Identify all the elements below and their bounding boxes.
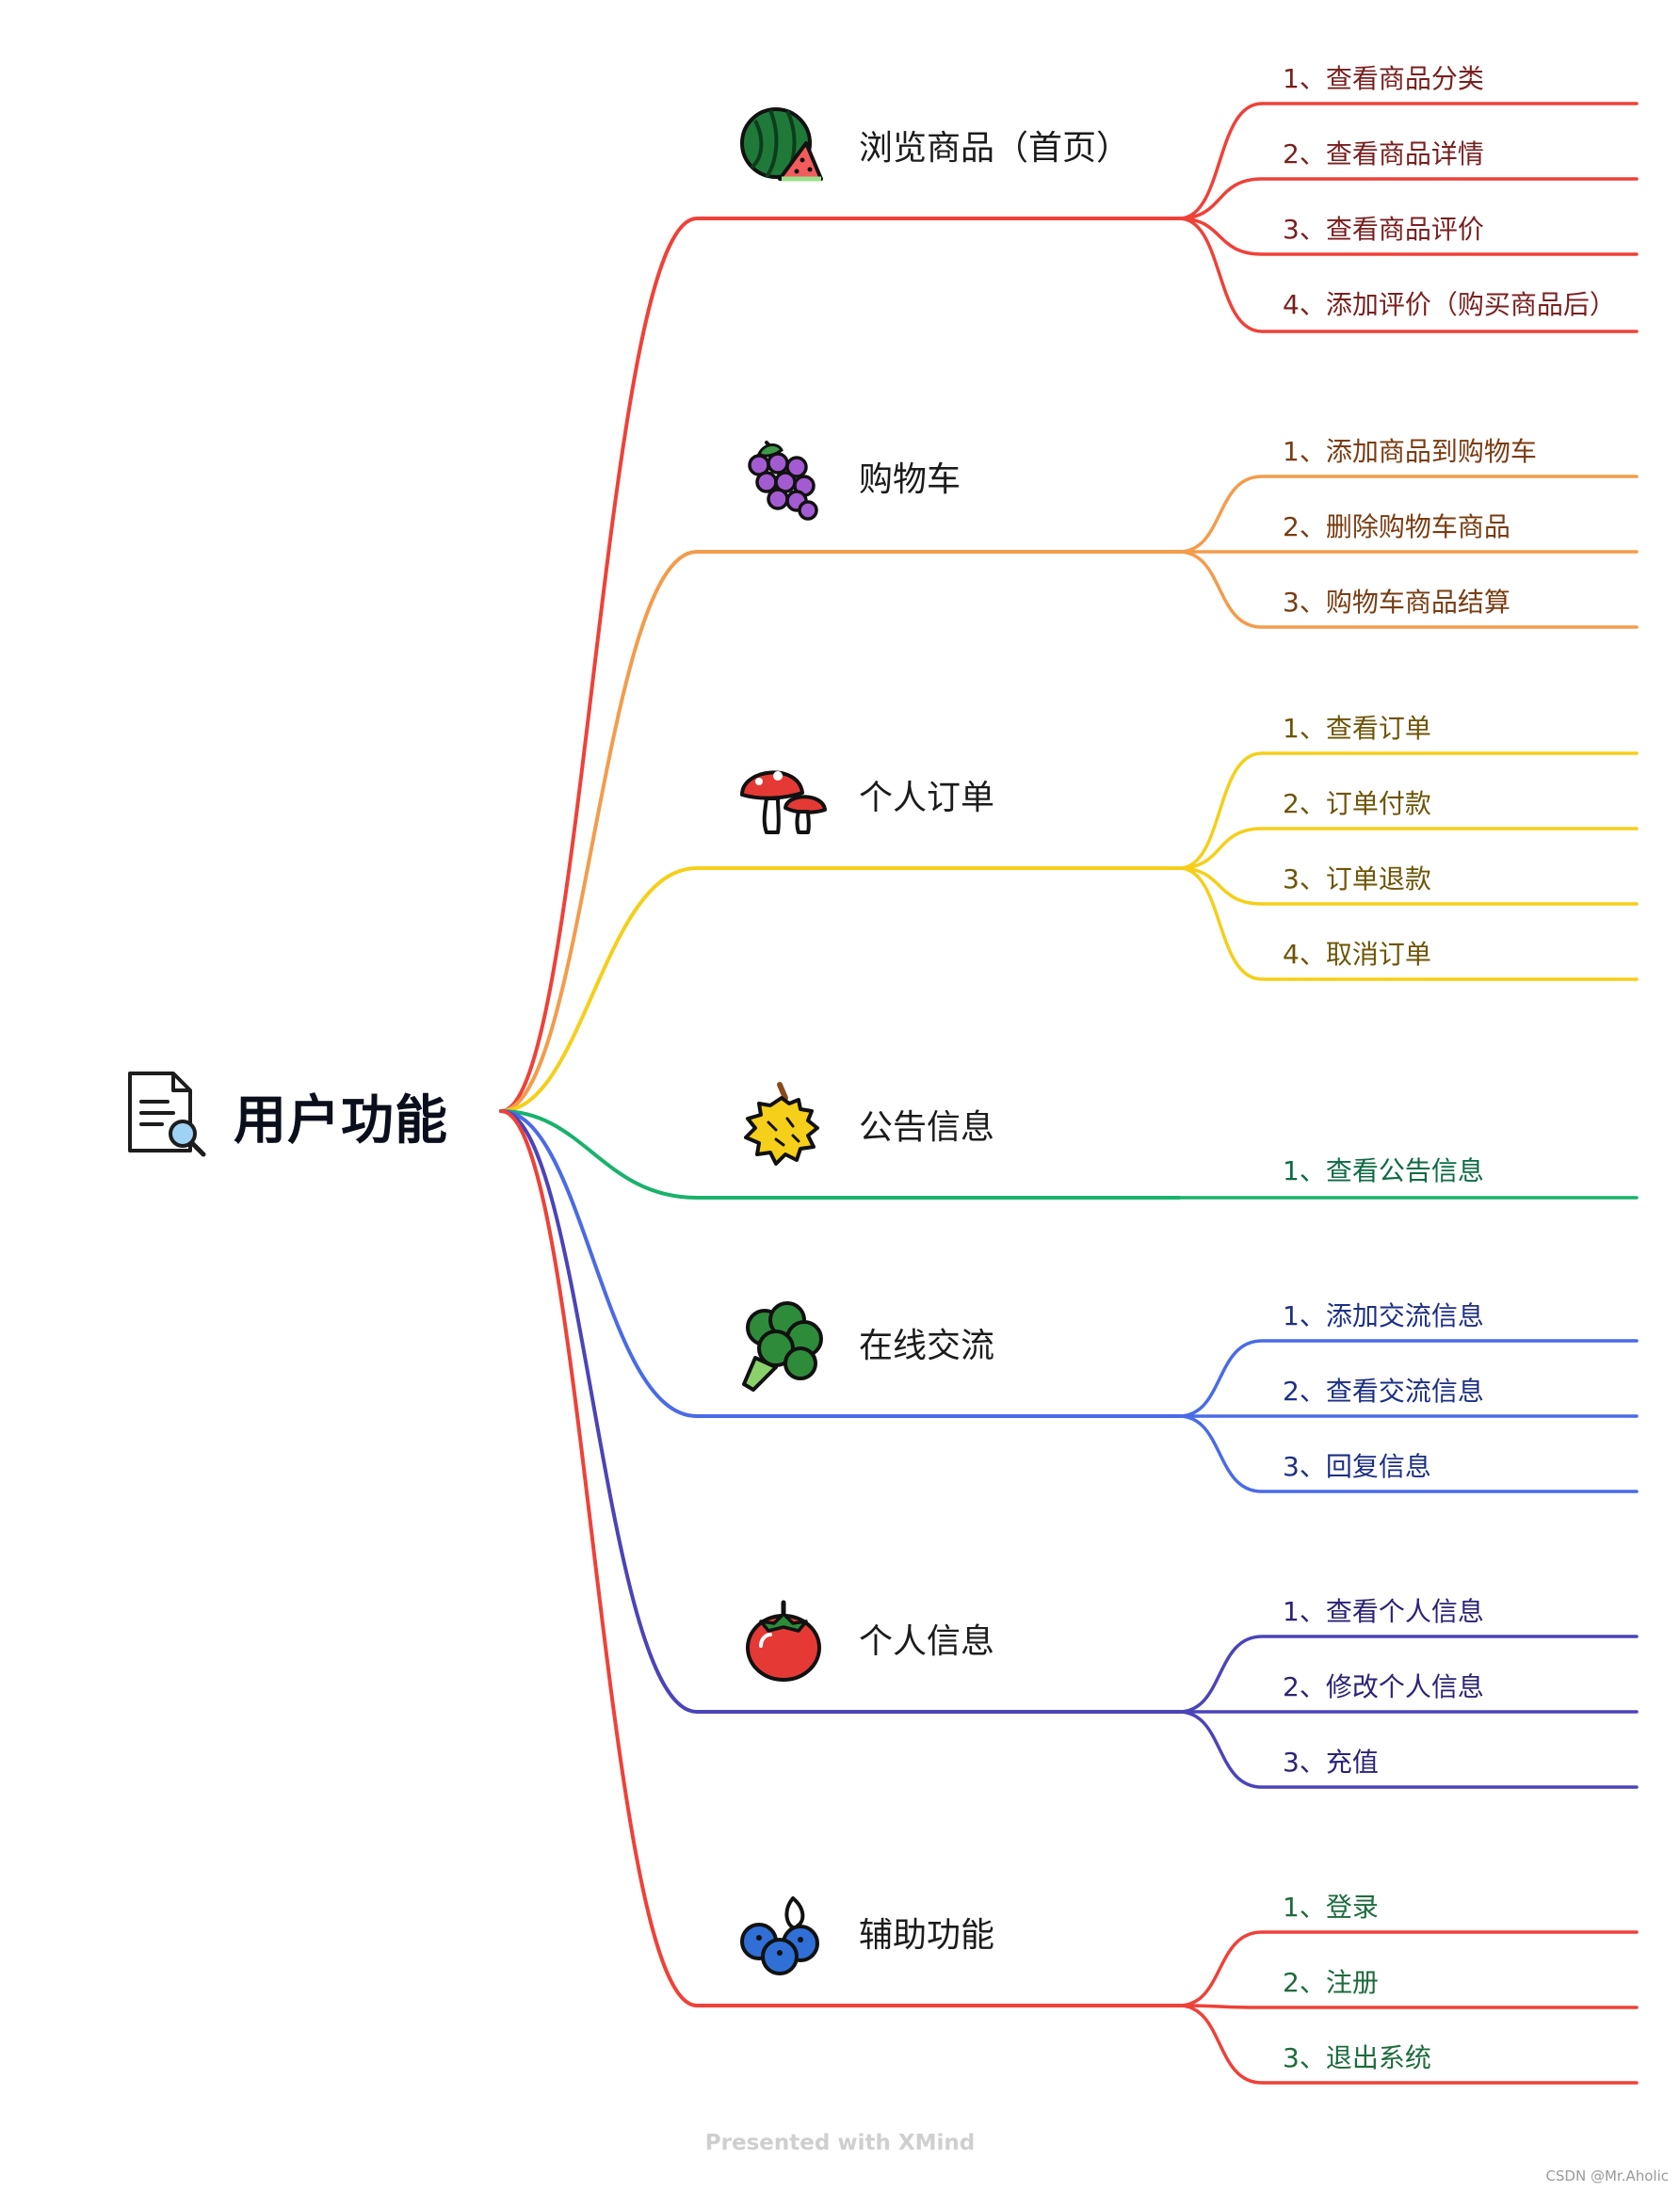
leaf-order-refund[interactable]: 3、订单退款 — [1283, 863, 1431, 895]
branch-title-auxiliary[interactable]: 辅助功能 — [859, 1916, 995, 1955]
leaf-cancel-order[interactable]: 4、取消订单 — [1283, 939, 1431, 970]
branch-connector — [499, 1109, 1181, 2007]
leaf-add-message[interactable]: 1、添加交流信息 — [1283, 1300, 1484, 1331]
leaf-connector — [1177, 1930, 1639, 2007]
leaf-connector — [1177, 1635, 1639, 1714]
branch-connector — [499, 550, 1181, 1113]
leaf-connector — [1177, 866, 1639, 981]
root-topic-title[interactable]: 用户功能 — [234, 1090, 448, 1152]
branch-connector — [499, 866, 1181, 1113]
leaf-connector — [1177, 2004, 1639, 2009]
branch-connector — [499, 217, 1181, 1113]
leaf-cart-checkout[interactable]: 3、购物车商品结算 — [1283, 587, 1510, 618]
broccoli-icon — [738, 1299, 829, 1397]
leaf-remove-from-cart[interactable]: 2、删除购物车商品 — [1283, 511, 1510, 542]
document-search-icon — [124, 1068, 211, 1162]
leaf-connector — [1177, 550, 1639, 629]
leaf-view-announcements[interactable]: 1、查看公告信息 — [1283, 1155, 1484, 1186]
leaf-connector — [1177, 177, 1639, 220]
leaf-logout[interactable]: 3、退出系统 — [1283, 2042, 1431, 2073]
leaf-order-payment[interactable]: 2、订单付款 — [1283, 788, 1431, 819]
leaf-view-orders[interactable]: 1、查看订单 — [1283, 713, 1431, 744]
leaf-connector — [1177, 217, 1639, 333]
leaf-view-messages[interactable]: 2、查看交流信息 — [1283, 1376, 1484, 1407]
leaf-view-reviews[interactable]: 3、查看商品评价 — [1283, 214, 1484, 245]
branch-title-announcements[interactable]: 公告信息 — [859, 1108, 995, 1147]
branch-title-online-chat[interactable]: 在线交流 — [859, 1327, 995, 1365]
leaf-view-details[interactable]: 2、查看商品详情 — [1283, 138, 1484, 169]
leaf-connector — [1177, 1414, 1639, 1493]
leaf-connector — [1177, 217, 1639, 256]
leaf-connector — [1177, 866, 1639, 906]
leaf-recharge[interactable]: 3、充值 — [1283, 1747, 1379, 1778]
leaf-connector — [1177, 1710, 1639, 1789]
watermark-credit: CSDN @Mr.Aholic — [1545, 2168, 1669, 2184]
leaf-connector — [1177, 475, 1639, 554]
branch-title-shopping-cart[interactable]: 购物车 — [859, 460, 961, 499]
branch-title-browse-products[interactable]: 浏览商品（首页） — [859, 129, 1131, 168]
leaf-connector — [1177, 102, 1639, 220]
branch-connector — [499, 1109, 1181, 1714]
blueberry-icon — [738, 1891, 829, 1981]
branch-title-personal-orders[interactable]: 个人订单 — [859, 779, 995, 817]
leaf-add-to-cart[interactable]: 1、添加商品到购物车 — [1283, 436, 1537, 467]
leaf-reply-message[interactable]: 3、回复信息 — [1283, 1451, 1431, 1482]
leaf-view-profile[interactable]: 1、查看个人信息 — [1283, 1596, 1484, 1627]
leaf-connector — [1177, 751, 1639, 870]
leaf-add-review[interactable]: 4、添加评价（购买商品后） — [1283, 289, 1616, 320]
branch-title-personal-info[interactable]: 个人信息 — [859, 1622, 995, 1661]
branch-connector — [499, 1109, 1181, 1418]
durian-icon — [738, 1081, 829, 1179]
tomato-icon — [738, 1595, 829, 1689]
grapes-icon — [738, 435, 829, 525]
leaf-view-categories[interactable]: 1、查看商品分类 — [1283, 63, 1484, 94]
mushroom-icon — [738, 751, 829, 842]
watermelon-icon — [738, 102, 829, 192]
leaf-login[interactable]: 1、登录 — [1283, 1892, 1379, 1923]
leaf-connector — [1177, 2004, 1639, 2085]
leaf-edit-profile[interactable]: 2、修改个人信息 — [1283, 1671, 1484, 1702]
leaf-connector — [1177, 1339, 1639, 1418]
branch-connector — [499, 1109, 1181, 1200]
leaf-register[interactable]: 2、注册 — [1283, 1967, 1379, 1998]
leaf-connector — [1177, 827, 1639, 870]
xmind-footer: Presented with XMind — [704, 2131, 976, 2155]
